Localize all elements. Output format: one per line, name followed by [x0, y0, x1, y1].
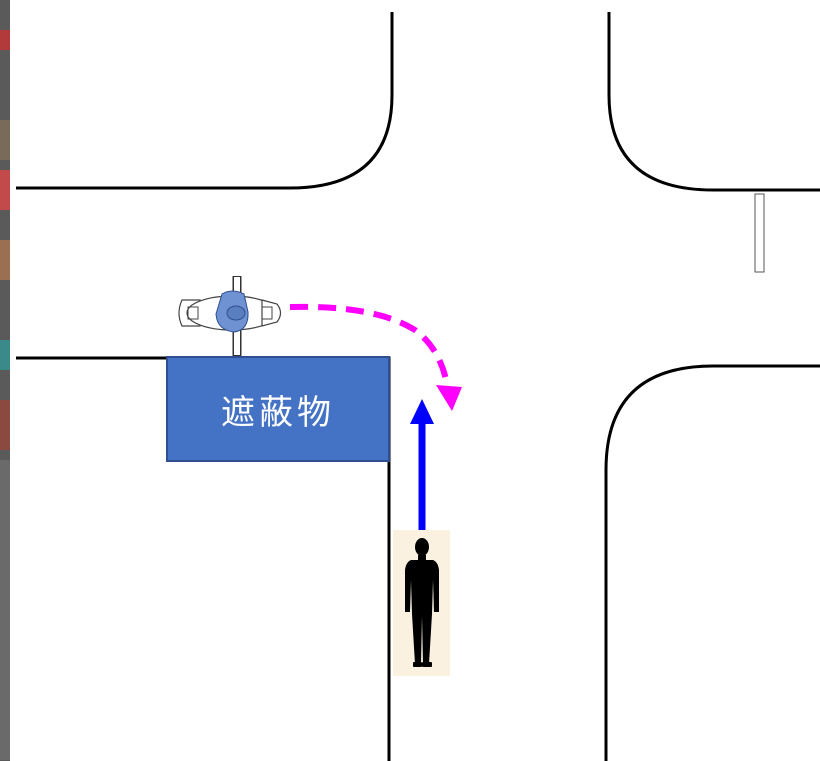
- pedestrian-path-arrow: [410, 399, 434, 530]
- curb-top-right: [607, 12, 820, 192]
- motorcycle-path: [289, 303, 462, 411]
- curb-bottom-right: [604, 364, 820, 761]
- motorcycle: [178, 276, 282, 356]
- post: [754, 193, 765, 273]
- curb-top-left: [16, 12, 394, 190]
- pedestrian-figure: [405, 538, 439, 667]
- road-curbs: [16, 12, 820, 761]
- left-photo-strip: [0, 0, 10, 761]
- obstacle-box: [166, 356, 390, 462]
